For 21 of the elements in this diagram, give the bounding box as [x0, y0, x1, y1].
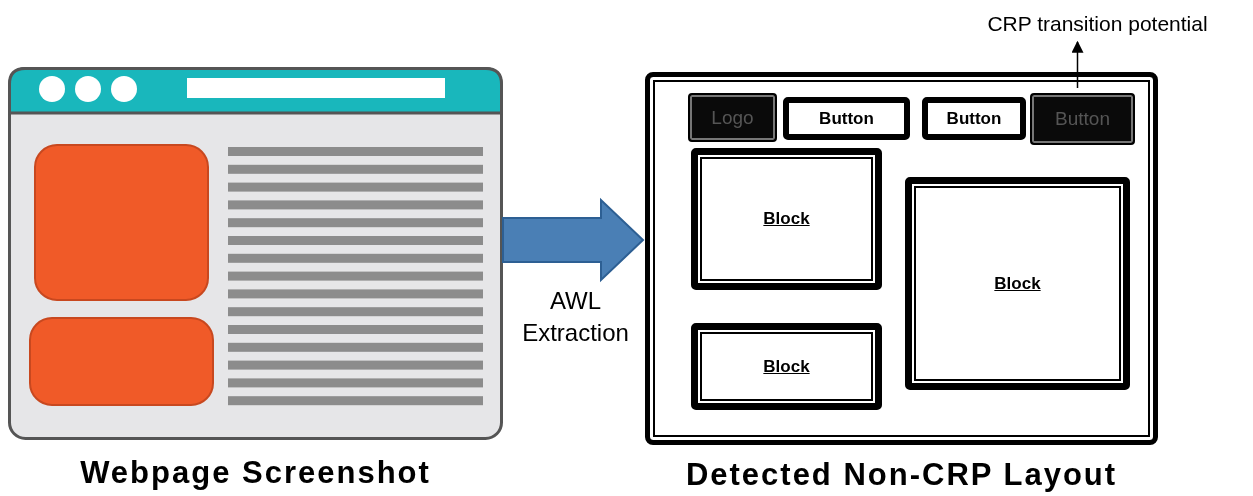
dark-element-box — [688, 93, 777, 142]
block-box — [691, 148, 882, 290]
box-label: Button — [1055, 108, 1110, 130]
button-box — [783, 97, 910, 140]
layout-frame — [645, 72, 1158, 445]
block-arrow — [502, 197, 645, 283]
dark-element-box — [1030, 93, 1135, 145]
block-box — [905, 177, 1130, 390]
browser-window-drawing — [8, 67, 503, 440]
annotation-text: CRP transition potential — [945, 8, 1250, 40]
box-label: Button — [946, 108, 1002, 129]
box-label: Logo — [711, 106, 754, 129]
arrow — [1071, 40, 1084, 89]
button-box — [922, 97, 1026, 140]
box-label: Button — [819, 108, 874, 129]
box-label: Block — [763, 209, 810, 229]
box-label: Block — [994, 273, 1041, 294]
panel-caption: Webpage Screenshot — [79, 455, 432, 491]
block-box — [691, 323, 882, 410]
box-label: Block — [763, 356, 810, 377]
panel-caption: Detected Non-CRP Layout — [684, 457, 1119, 493]
